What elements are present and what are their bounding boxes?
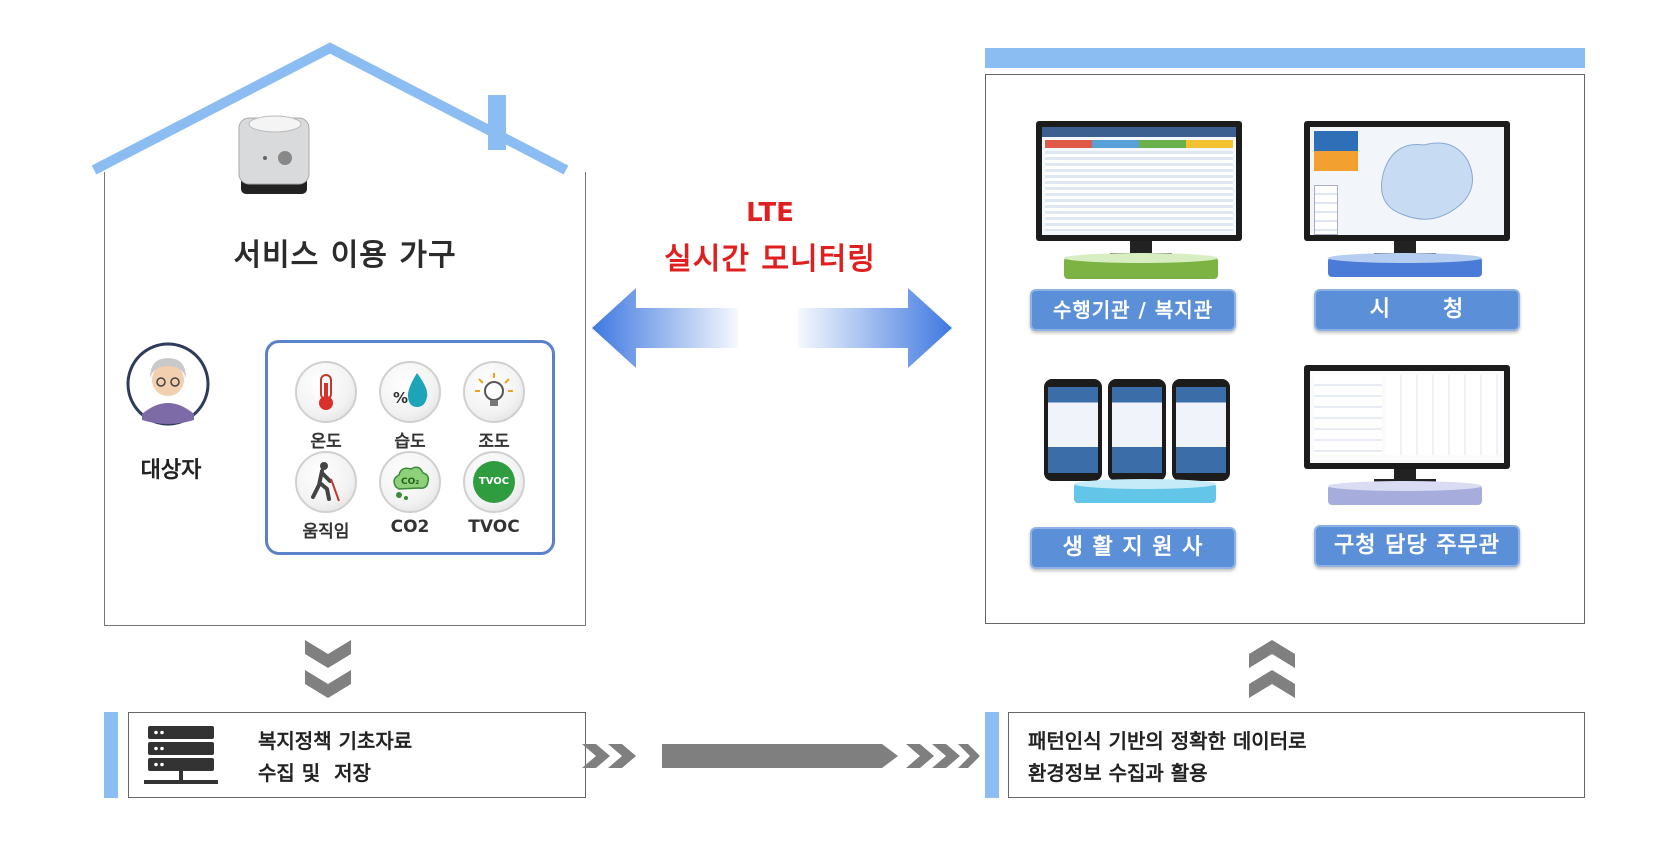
lte-label: LTE [746, 198, 794, 228]
sensor-panel: 온도 % 습도 조도 [265, 340, 555, 555]
district-officer-monitor-stand [1328, 469, 1482, 505]
city-hall-monitor-stand [1328, 241, 1482, 277]
tvoc-badge-text: TVOC [473, 461, 515, 503]
smartphone-2 [1108, 379, 1166, 481]
household-title: 서비스 이용 가구 [233, 238, 457, 273]
subject-label: 대상자 [140, 458, 202, 483]
smartphone-group [1044, 375, 1234, 485]
flow-arrow-icon [582, 744, 980, 768]
smartphone-stand [1074, 479, 1216, 503]
city-hall-label: 시 청 [1314, 289, 1520, 331]
house-roof [91, 42, 569, 175]
tvoc-badge-icon: TVOC [463, 451, 525, 513]
sensor-label: CO2 [390, 517, 430, 537]
data-storage-line2: 수집 및 저장 [258, 761, 371, 785]
monitor-header-bar [985, 48, 1585, 68]
svg-text:CO₂: CO₂ [401, 477, 419, 487]
elderly-person-icon [126, 342, 210, 426]
chevron-up-icon [1249, 640, 1295, 698]
bottom-right-accent [985, 712, 999, 798]
household-box [104, 172, 586, 626]
lightbulb-icon [463, 361, 525, 423]
sensor-tvoc: TVOC TVOC [454, 451, 534, 537]
server-icon [144, 726, 218, 784]
pattern-recognition-box [1008, 712, 1585, 798]
district-officer-monitor-screen [1304, 365, 1510, 469]
life-support-worker-label: 생 활 지 원 사 [1030, 527, 1236, 569]
sensor-label: 움직임 [302, 522, 350, 542]
sensor-humidity: % 습도 [370, 361, 450, 452]
agency-monitor-screen [1036, 121, 1242, 241]
city-hall-monitor-screen [1304, 121, 1510, 241]
data-storage-line1: 복지정책 기초자료 [258, 729, 413, 753]
thermometer-icon [295, 361, 357, 423]
sensor-label: 온도 [310, 432, 342, 452]
monitoring-box: 수행기관 / 복지관 시 청 생 활 지 원 사 [985, 74, 1585, 624]
sensor-label: 습도 [394, 432, 426, 452]
sensor-illuminance: 조도 [454, 361, 534, 452]
svg-text:%: % [393, 389, 408, 407]
bidirectional-arrow-icon [592, 288, 952, 368]
smartphone-1 [1044, 379, 1102, 481]
co2-cloud-icon: CO₂ [379, 451, 441, 513]
pattern-recognition-line2: 환경정보 수집과 활용 [1028, 761, 1208, 785]
agency-welfare-center-label: 수행기관 / 복지관 [1030, 289, 1236, 331]
walking-person-icon [295, 451, 357, 513]
agency-monitor-stand [1064, 241, 1218, 279]
humidity-icon: % [379, 361, 441, 423]
realtime-monitoring-label: 실시간 모니터링 [664, 242, 876, 277]
sensor-co2: CO₂ CO2 [370, 451, 450, 537]
district-officer-label: 구청 담당 주무관 [1314, 525, 1520, 567]
bottom-left-accent [104, 712, 118, 798]
smartphone-3 [1172, 379, 1230, 481]
sensor-label: 조도 [478, 432, 510, 452]
pattern-recognition-line1: 패턴인식 기반의 정확한 데이터로 [1028, 729, 1307, 753]
sensor-device-image [238, 115, 310, 194]
sensor-motion: 움직임 [286, 451, 366, 542]
chevron-down-icon [305, 640, 351, 698]
sensor-label: TVOC [468, 517, 520, 537]
sensor-temperature: 온도 [286, 361, 366, 452]
